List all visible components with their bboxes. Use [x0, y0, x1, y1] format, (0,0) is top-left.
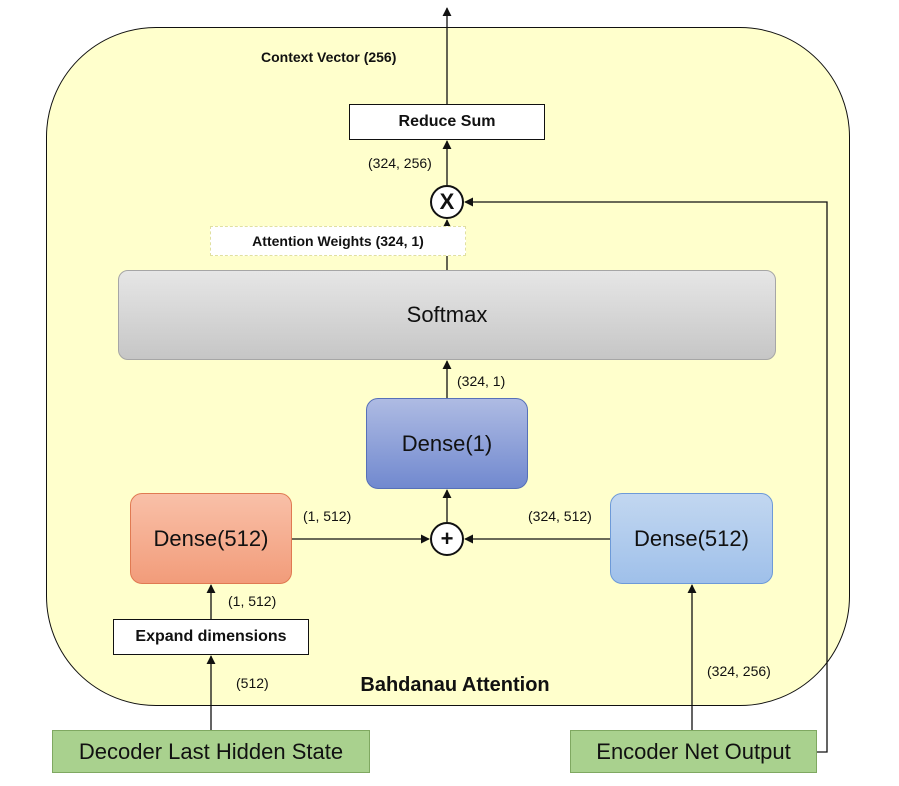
attention-weights-label: Attention Weights (324, 1): [252, 233, 424, 249]
diagram-title: Bahdanau Attention: [360, 674, 550, 696]
context-vector-label: Context Vector (256): [261, 49, 397, 65]
dense1-output-shape-label: (324, 1): [457, 373, 506, 389]
arrow-encoder-to-multiply: [464, 197, 828, 753]
add-operator: +: [430, 522, 464, 556]
softmax-node: Softmax: [118, 270, 776, 360]
decoder-input-shape-label: (512): [236, 675, 269, 691]
encoder-net-output-input: Encoder Net Output: [570, 730, 817, 773]
attention-weights-box: Attention Weights (324, 1): [210, 226, 466, 256]
reduce-input-shape-label: (324, 256): [368, 155, 432, 171]
decoder-hidden-state-input: Decoder Last Hidden State: [52, 730, 370, 773]
reduce-sum-node: Reduce Sum: [349, 104, 545, 140]
expand-dimensions-node: Expand dimensions: [113, 619, 309, 655]
dense-1-node: Dense(1): [366, 398, 528, 489]
encoder-input-shape-label: (324, 256): [707, 663, 771, 679]
expand-output-shape-label: (1, 512): [228, 593, 277, 609]
encoder-dense-output-shape-label: (324, 512): [528, 508, 592, 524]
encoder-dense-512-node: Dense(512): [610, 493, 773, 584]
multiply-operator: X: [430, 185, 464, 219]
decoder-dense-512-node: Dense(512): [130, 493, 292, 584]
decoder-dense-output-shape-label: (1, 512): [303, 508, 352, 524]
